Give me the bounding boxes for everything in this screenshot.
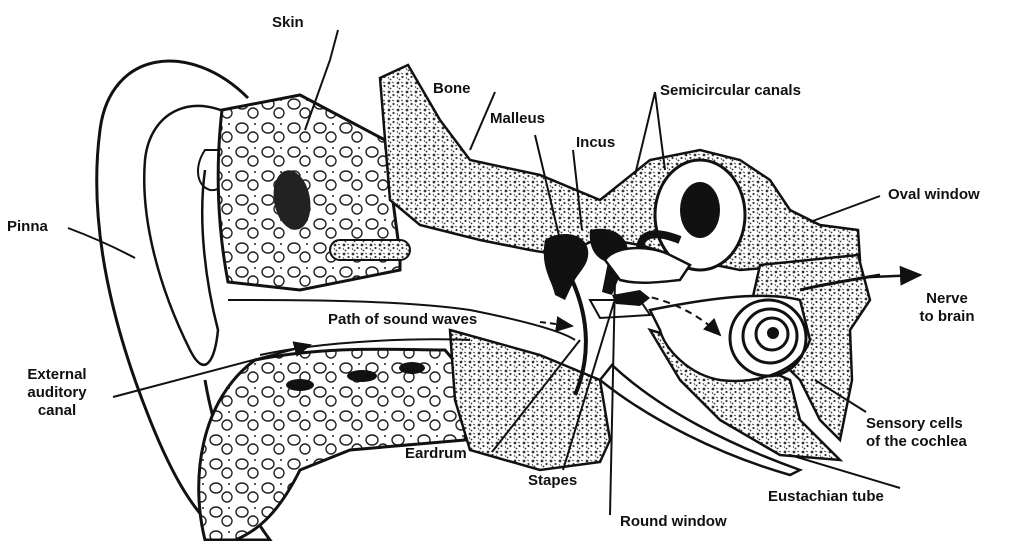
- label-external-auditory-canal: External auditory canal: [16, 366, 98, 420]
- label-pinna: Pinna: [7, 218, 48, 236]
- label-stapes: Stapes: [528, 472, 577, 490]
- label-round-window: Round window: [620, 513, 727, 531]
- external-line-1: External: [16, 366, 98, 384]
- label-malleus: Malleus: [490, 110, 545, 128]
- skin-cartilage-upper: [218, 95, 410, 290]
- external-line-3: canal: [16, 402, 98, 420]
- label-path-of-sound-waves: Path of sound waves: [328, 311, 477, 329]
- sound-path-arrow: [540, 322, 572, 326]
- label-nerve-to-brain: Nerve to brain: [912, 290, 982, 326]
- external-line-2: auditory: [16, 384, 98, 402]
- label-eustachian-tube: Eustachian tube: [768, 488, 884, 506]
- oval-window-leader: [810, 196, 880, 222]
- label-semicircular-canals: Semicircular canals: [660, 82, 801, 100]
- label-oval-window: Oval window: [888, 186, 980, 204]
- label-eardrum: Eardrum: [405, 445, 467, 463]
- sensory-line-2: of the cochlea: [866, 433, 967, 451]
- label-skin: Skin: [272, 14, 304, 32]
- label-incus: Incus: [576, 134, 615, 152]
- nerve-line-2: to brain: [912, 308, 982, 326]
- sensory-line-1: Sensory cells: [866, 415, 967, 433]
- eustachian-leader: [790, 455, 900, 488]
- label-sensory-cells: Sensory cells of the cochlea: [866, 415, 967, 451]
- label-bone: Bone: [433, 80, 471, 98]
- nerve-line-1: Nerve: [912, 290, 982, 308]
